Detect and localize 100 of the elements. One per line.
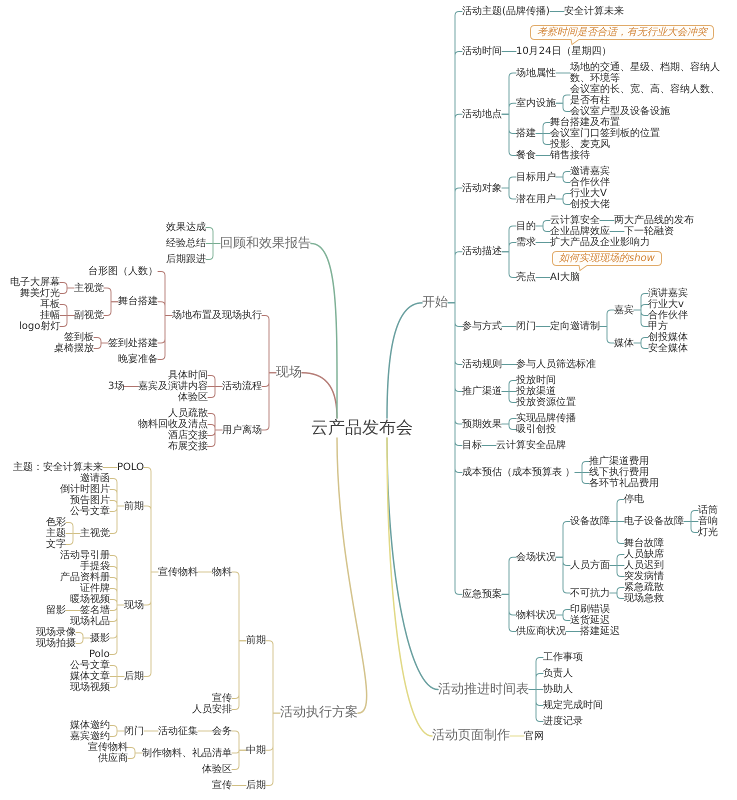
connector-line bbox=[208, 386, 222, 398]
subtopic: 现场急救 bbox=[624, 593, 664, 604]
connector-line bbox=[60, 315, 74, 327]
connector-line bbox=[566, 631, 580, 632]
subtopic: 宣传 bbox=[212, 693, 232, 704]
subtopic: 印刷错误 bbox=[570, 604, 610, 615]
subtopic: 耳板 bbox=[40, 299, 60, 310]
subtopic: 人员方面 bbox=[570, 560, 610, 571]
subtopic: 3场 bbox=[108, 381, 124, 392]
connector-line bbox=[232, 785, 246, 786]
subtopic: 音响 bbox=[698, 516, 718, 527]
subtopic: 参与方式 bbox=[462, 321, 502, 332]
subtopic: POLO bbox=[117, 462, 144, 473]
subtopic: 现场录像 bbox=[36, 627, 76, 638]
subtopic: 公号文章 bbox=[70, 506, 110, 517]
subtopic: 舞台故障 bbox=[624, 538, 664, 549]
connector-line bbox=[536, 242, 550, 243]
subtopic: 扩大产品及企业影响力 bbox=[550, 237, 650, 248]
subtopic: 工作事项 bbox=[543, 652, 583, 663]
subtopic: 舞台搭建 bbox=[118, 296, 158, 308]
subtopic: 主题：安全计算未来 bbox=[13, 462, 103, 473]
subtopic: 现场拍摄 bbox=[36, 638, 76, 649]
subtopic: 人员缺席 bbox=[624, 549, 664, 560]
subtopic: 云计算安全品牌 bbox=[496, 440, 566, 451]
subtopic: 云计算安全 bbox=[550, 215, 600, 226]
subtopic: 物料状况 bbox=[516, 610, 556, 620]
subtopic: 电子大屏幕 bbox=[10, 277, 60, 288]
subtopic: 预期效果 bbox=[462, 418, 502, 430]
subtopic: 前期 bbox=[124, 500, 144, 512]
subtopic: 推广渠道费用 bbox=[589, 456, 649, 467]
subtopic: 规定完成时间 bbox=[543, 700, 603, 711]
subtopic: 闭门 bbox=[516, 321, 536, 332]
connector-line bbox=[232, 640, 246, 710]
main-topic: 现场 bbox=[276, 364, 302, 381]
subtopic: 灯光 bbox=[698, 527, 718, 538]
connector-line bbox=[502, 594, 516, 632]
subtopic: 合作伙伴 bbox=[648, 310, 688, 321]
subtopic: 定向邀请制 bbox=[550, 321, 600, 332]
subtopic: 经验总结 bbox=[166, 238, 206, 249]
connector-line bbox=[556, 198, 570, 205]
main-topic: 活动执行方案 bbox=[280, 705, 358, 722]
subtopic: AI大脑 bbox=[550, 272, 580, 283]
connector-line bbox=[600, 326, 614, 344]
connector-line bbox=[198, 730, 212, 732]
subtopic: 酒店交接 bbox=[168, 430, 208, 441]
main-topic: 开始 bbox=[422, 294, 448, 311]
connector-line bbox=[556, 614, 570, 621]
subtopic: 用户离场 bbox=[222, 424, 262, 436]
subtopic: 创投大佬 bbox=[570, 199, 610, 210]
connector-line bbox=[502, 251, 516, 278]
subtopic: 创投媒体 bbox=[648, 332, 688, 343]
connector-line bbox=[556, 102, 570, 112]
subtopic: 中期 bbox=[246, 744, 266, 756]
subtopic: 安全媒体 bbox=[648, 343, 688, 354]
subtopic: Polo bbox=[89, 649, 110, 660]
subtopic: 现场视频 bbox=[70, 682, 110, 693]
subtopic: 舞台搭建及布置 bbox=[550, 117, 620, 128]
subtopic: 现场 bbox=[124, 600, 144, 610]
subtopic: 色彩 bbox=[46, 517, 66, 528]
branch-curve bbox=[310, 242, 338, 419]
subtopic: 留影 bbox=[46, 605, 66, 616]
subtopic: 公号文章 bbox=[70, 660, 110, 671]
subtopic: 停电 bbox=[624, 494, 644, 505]
connector-line bbox=[128, 752, 142, 759]
connector-line bbox=[110, 730, 124, 737]
subtopic: 各环节礼品费用 bbox=[589, 478, 659, 489]
subtopic: 布展交接 bbox=[168, 441, 208, 452]
subtopic: 场地的交通、星级、档期、容纳人数、环境等 bbox=[570, 62, 720, 84]
connector-line bbox=[60, 288, 74, 294]
subtopic: 台形图（人数） bbox=[88, 266, 158, 277]
connector-line bbox=[610, 231, 624, 232]
connector-line bbox=[502, 188, 516, 200]
subtopic: 场地布置及现场执行 bbox=[172, 310, 262, 321]
subtopic: 推广渠道 bbox=[462, 386, 502, 397]
connector-line bbox=[536, 326, 550, 327]
subtopic: 企业品牌效应 bbox=[550, 226, 610, 237]
subtopic: 人员疏散 bbox=[168, 408, 208, 419]
subtopic: 餐食 bbox=[516, 150, 536, 161]
subtopic: 两大产品线的发布 bbox=[614, 215, 694, 226]
subtopic: 电子设备故障 bbox=[624, 516, 684, 527]
branch-curve bbox=[336, 437, 368, 714]
subtopic: 会务 bbox=[212, 726, 232, 736]
connector-line bbox=[144, 730, 158, 732]
subtopic: 主题 bbox=[46, 528, 66, 539]
subtopic: 吸引创投 bbox=[516, 424, 556, 435]
subtopic: 会场状况 bbox=[516, 552, 556, 563]
subtopic: 后期跟进 bbox=[166, 254, 206, 265]
subtopic: 预告图片 bbox=[70, 495, 110, 506]
subtopic: 后期 bbox=[246, 780, 266, 791]
connector-line bbox=[556, 176, 570, 183]
subtopic: 媒体 bbox=[614, 338, 634, 348]
branch-curve bbox=[386, 302, 423, 419]
subtopic: 物料回收及清点 bbox=[138, 419, 208, 430]
subtopic: 投放资源位置 bbox=[516, 397, 576, 408]
subtopic: 参与人员筛选标准 bbox=[516, 359, 596, 370]
subtopic: 宣传 bbox=[212, 780, 232, 791]
connector-line bbox=[144, 572, 158, 677]
connector-line bbox=[266, 712, 280, 786]
subtopic: 副视觉 bbox=[74, 310, 104, 321]
central-topic: 云产品发布会 bbox=[311, 418, 413, 438]
